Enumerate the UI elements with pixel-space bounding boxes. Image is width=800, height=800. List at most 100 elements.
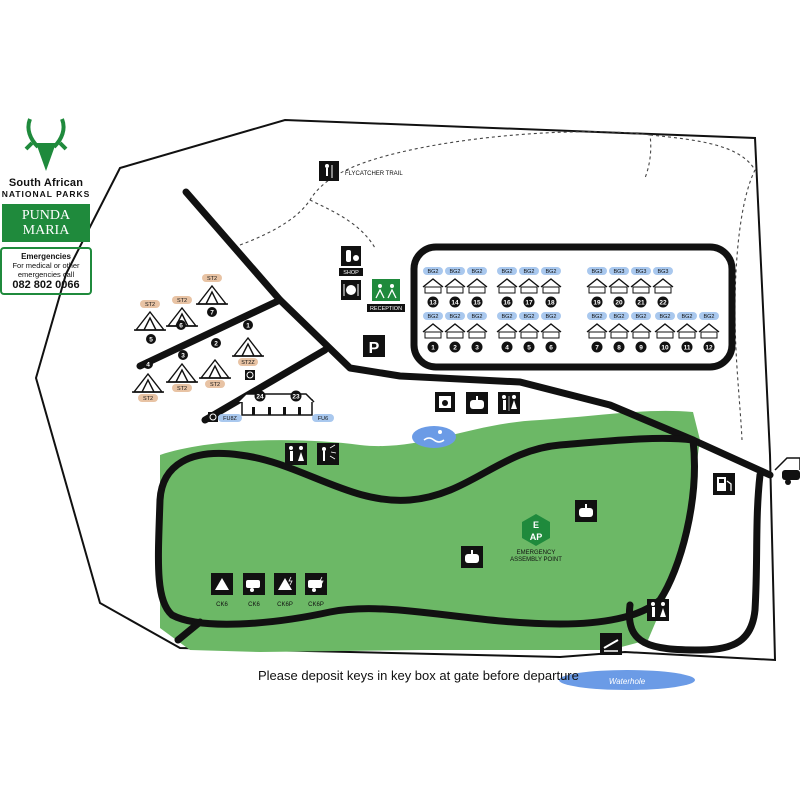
camp-name-line2: MARIA: [22, 223, 70, 238]
family-unit-type: FU8Z: [223, 416, 237, 422]
tent-number: 6: [179, 322, 183, 329]
restaurant-icon: [341, 280, 361, 300]
bungalow-type: BG3: [591, 269, 602, 275]
camp-name-line1: PUNDA: [21, 208, 71, 223]
kitchen-icon: [461, 546, 483, 568]
bungalow-number: 22: [659, 300, 667, 307]
bungalow: BG2 1: [422, 312, 444, 353]
bungalow-type: BG2: [523, 269, 534, 275]
bungalow-number: 11: [684, 345, 691, 352]
bungalow: BG3 22: [652, 267, 674, 308]
bungalow: BG2 14: [444, 267, 466, 308]
bungalow-number: 17: [525, 300, 533, 307]
family-unit-number: 23: [292, 394, 300, 401]
tent-number: 4: [146, 361, 150, 368]
brand-line1: South African: [8, 177, 84, 189]
bungalow-type: BG3: [657, 269, 668, 275]
emergency-text-1: For medical or other: [12, 261, 80, 270]
eap-label-line1: EMERGENCY: [517, 550, 556, 556]
tent-number: 3: [181, 352, 185, 359]
braai-icon: [600, 633, 622, 655]
kudu-head-logo: [24, 118, 68, 171]
bungalow-type: BG2: [427, 269, 438, 275]
shop-label-bg: [339, 268, 363, 276]
bungalow-type: BG3: [613, 269, 624, 275]
tent-number: 5: [149, 336, 153, 343]
bungalow-type: BG2: [427, 314, 438, 320]
bungalow-type: BG2: [449, 314, 460, 320]
tent-type: ST2: [177, 386, 187, 392]
bungalow-number: 18: [547, 300, 555, 307]
campsite-label: CK6P: [277, 602, 293, 608]
emergency-box: Emergencies For medical or other emergen…: [0, 247, 92, 295]
kitchen-icon: [466, 392, 488, 414]
shower-icon: [317, 443, 339, 465]
bungalow-number: 13: [429, 300, 437, 307]
bungalow: BG2 3: [466, 312, 488, 353]
gate-car-icon: [774, 457, 800, 485]
bungalow-type: BG2: [523, 314, 534, 320]
bungalow-number: 20: [615, 300, 623, 307]
bungalow-number: 3: [475, 345, 479, 352]
bungalow-number: 12: [705, 345, 713, 352]
bungalow-number: 6: [549, 345, 553, 352]
bungalow-number: 1: [431, 345, 435, 352]
camp-roads: [136, 188, 774, 654]
bungalow-type: BG2: [501, 314, 512, 320]
flycatcher-trail-label: FLYCATCHER TRAIL: [345, 171, 403, 177]
safari-tent: ST2 3: [166, 350, 198, 392]
waterhole-label: Waterhole: [609, 677, 646, 686]
svg-text:E: E: [533, 520, 539, 530]
bungalow-type: BG2: [659, 314, 670, 320]
bungalow-number: 7: [595, 345, 599, 352]
parking-label: P: [369, 340, 380, 357]
bungalow-type: BG2: [449, 269, 460, 275]
bungalow-type: BG2: [635, 314, 646, 320]
emergency-title: Emergencies: [21, 252, 71, 261]
tent-type: ST2Z: [241, 360, 255, 366]
kitchen-icon: [575, 500, 597, 522]
emergency-assembly-point-icon: E AP: [522, 514, 550, 546]
eap-label-line2: ASSEMBLY POINT: [510, 557, 562, 563]
bungalow-type: BG2: [471, 314, 482, 320]
shop-label: SHOP: [343, 270, 359, 276]
bungalow: BG2 17: [518, 267, 540, 308]
bungalow: BG2 6: [540, 312, 562, 353]
hiking-trail-icon: [319, 161, 339, 181]
brand-line2: NATIONAL PARKS: [1, 189, 91, 199]
reception-label-bg: [367, 304, 405, 312]
reception-icon: [372, 279, 400, 301]
bungalow-type: BG2: [545, 314, 556, 320]
bungalow-type: BG2: [703, 314, 714, 320]
tent-power-icon: CK6P: [274, 573, 296, 608]
bungalow-number: 14: [451, 300, 459, 307]
tent-number: 2: [214, 340, 218, 347]
bungalow-type: BG2: [501, 269, 512, 275]
bungalow-number: 19: [593, 300, 601, 307]
toilets-icon: [647, 599, 669, 621]
swimming-pool-icon: [412, 426, 456, 448]
family-unit-number: 24: [256, 394, 264, 401]
bungalow-number: 2: [453, 345, 457, 352]
bungalow-type: BG3: [635, 269, 646, 275]
bungalow: BG2 13: [422, 267, 444, 308]
bungalow: BG3 19: [586, 267, 608, 308]
emergency-phone: 082 802 0066: [12, 279, 80, 291]
bungalow-number: 21: [637, 300, 645, 307]
bungalow-number: 8: [617, 345, 621, 352]
bungalow-type: BG2: [471, 269, 482, 275]
parking-icon: [363, 335, 385, 357]
